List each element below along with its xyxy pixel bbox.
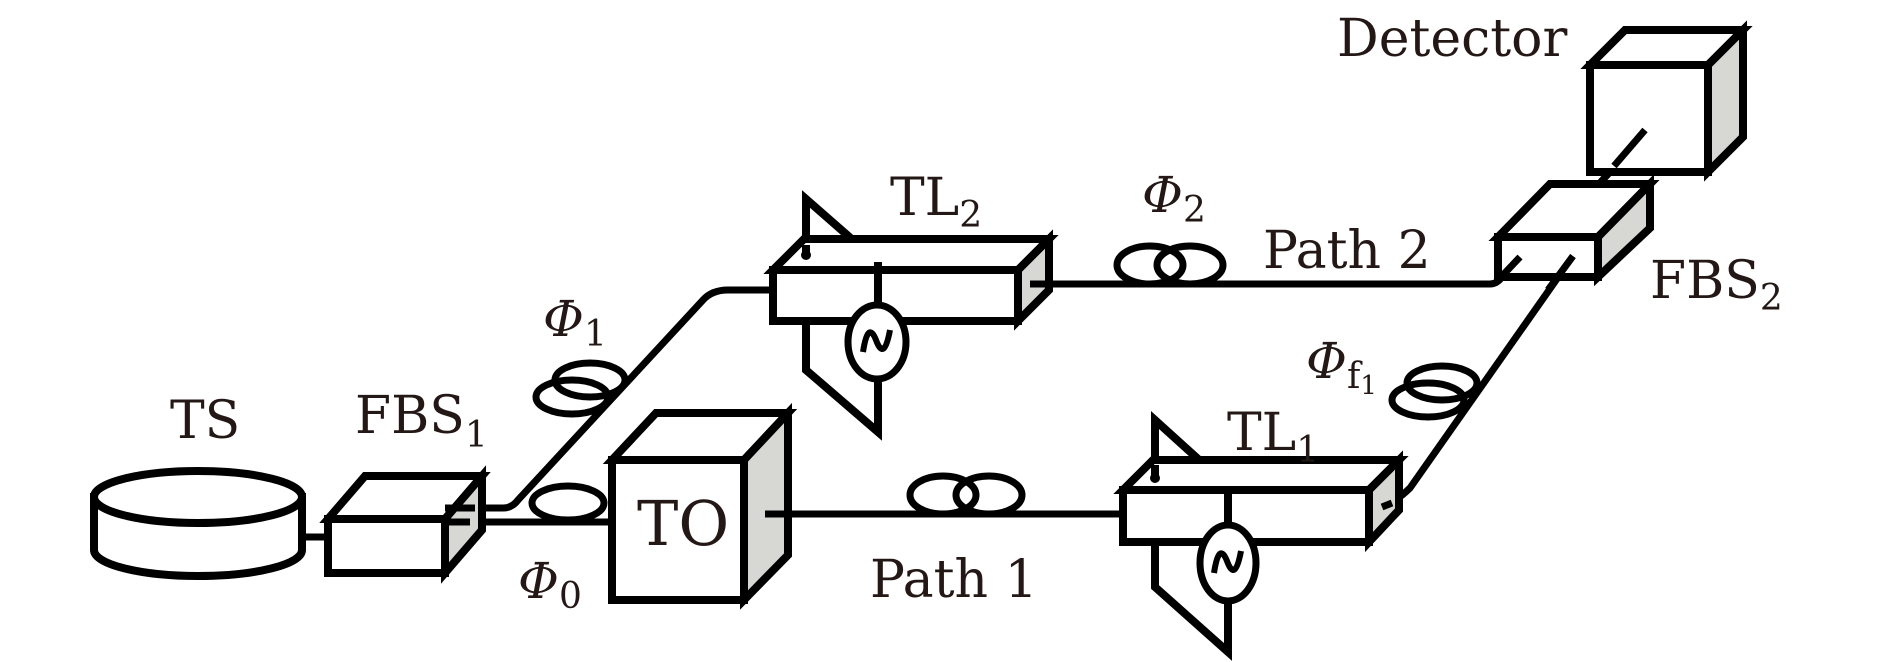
fbs2-label: FBS2 bbox=[1650, 251, 1783, 319]
tl1-modulator[interactable] bbox=[1113, 410, 1409, 661]
tl1-label: TL1 bbox=[1227, 403, 1319, 471]
path2-label: Path 2 bbox=[1263, 221, 1431, 281]
tl1-ac-source-icon bbox=[1196, 521, 1260, 605]
phi0-label: Φ0 bbox=[518, 552, 582, 617]
tl2-label: TL2 bbox=[890, 168, 982, 236]
tl2-pivot-dot bbox=[801, 250, 811, 260]
detector-box[interactable] bbox=[1580, 20, 1753, 182]
path1-coil-icon bbox=[906, 472, 1026, 518]
phi2-label: Φ2 bbox=[1142, 166, 1206, 231]
phif1-label: Φf1 bbox=[1306, 332, 1377, 401]
tl1-pivot-dot bbox=[1150, 473, 1160, 483]
to-label: TO bbox=[637, 487, 729, 560]
phi1-coil-icon bbox=[532, 359, 629, 418]
ts-cylinder[interactable] bbox=[90, 467, 306, 580]
detector-label: Detector bbox=[1337, 9, 1567, 69]
ts-label: TS bbox=[170, 391, 240, 451]
tl2-ac-source-icon bbox=[844, 301, 910, 383]
tl2-modulator[interactable] bbox=[763, 190, 1059, 441]
phi2-coil-icon bbox=[1113, 242, 1227, 288]
phif1-coil-icon bbox=[1388, 362, 1481, 421]
fbs1-label: FBS1 bbox=[355, 386, 488, 456]
fbs1-box[interactable] bbox=[319, 465, 491, 584]
path1-label: Path 1 bbox=[870, 550, 1038, 610]
fbs2-box[interactable] bbox=[1488, 169, 1660, 293]
phi1-label: Φ1 bbox=[543, 290, 607, 355]
phi0-coil-icon bbox=[528, 482, 608, 524]
to-box[interactable] bbox=[602, 402, 798, 610]
